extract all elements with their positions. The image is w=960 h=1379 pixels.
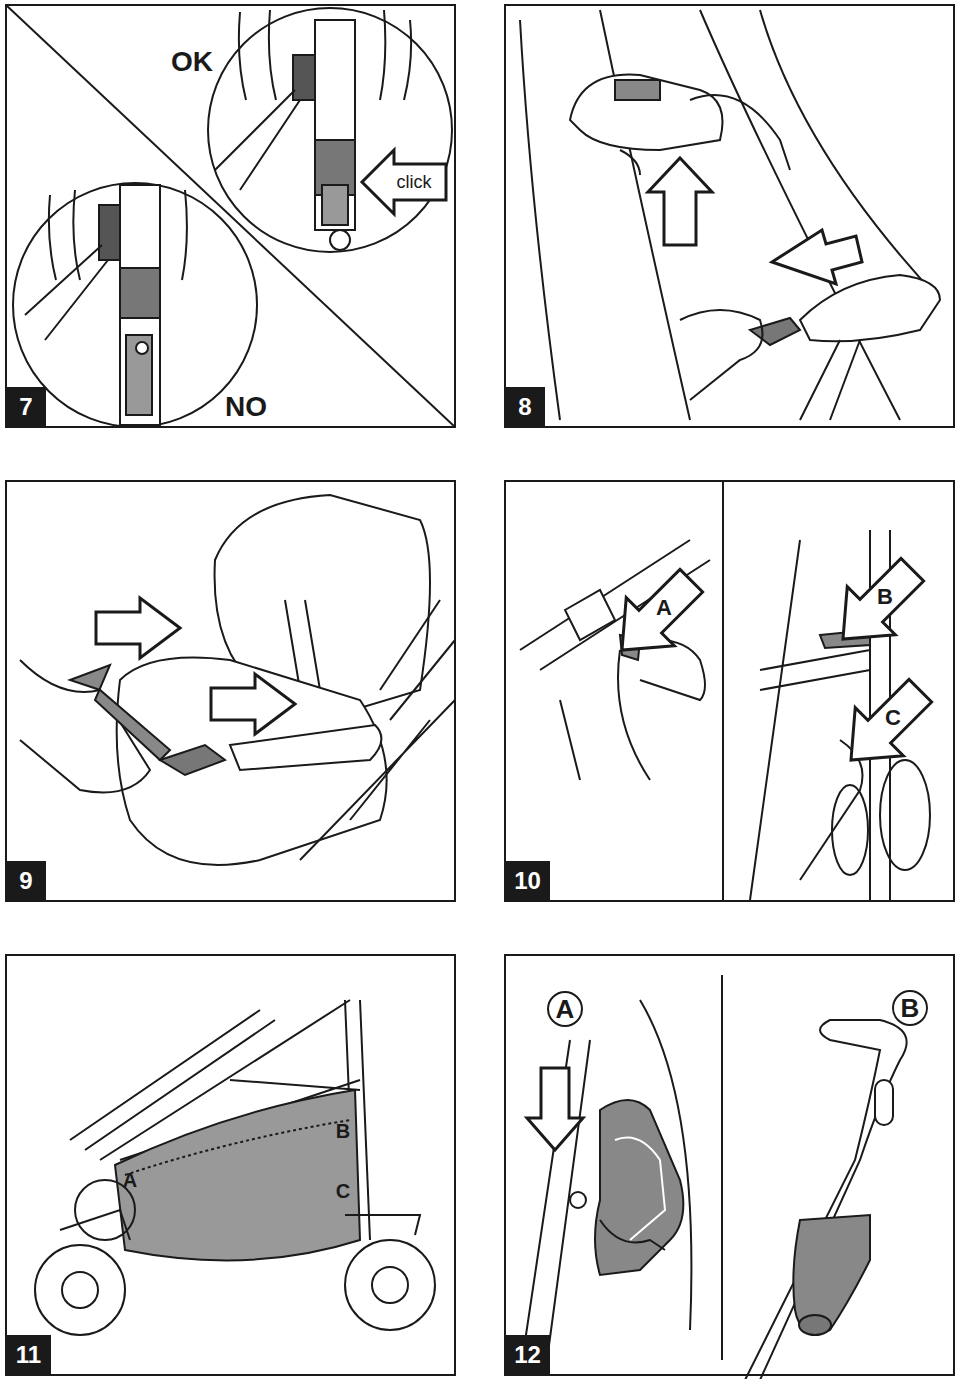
node-text: 8: [518, 395, 531, 419]
step-number: 9: [6, 861, 46, 901]
node-text: 9: [19, 869, 32, 893]
callout-label: C: [336, 1181, 350, 1201]
step-number: 10: [505, 861, 550, 901]
step-number: 12: [505, 1335, 550, 1375]
callout-label: click: [397, 173, 432, 191]
node-text: A: [556, 996, 575, 1022]
callout-label: B: [877, 586, 893, 608]
node-text: 12: [514, 1343, 541, 1367]
step-number: 7: [6, 387, 46, 427]
node-text: 10: [514, 869, 541, 893]
step-number: 8: [505, 387, 545, 427]
node-text: 7: [19, 395, 32, 419]
node-text: 11: [16, 1343, 41, 1367]
callout-label: B: [336, 1121, 350, 1141]
callout-label: A: [656, 597, 672, 619]
circled-letter: B: [891, 989, 929, 1027]
callout-label: OK: [171, 48, 213, 76]
circled-letter: A: [546, 990, 584, 1028]
callout-label: A: [123, 1170, 137, 1190]
node-text: B: [901, 995, 920, 1021]
callout-label: C: [885, 707, 901, 729]
callout-label: NO: [225, 393, 267, 421]
step-number: 11: [6, 1335, 51, 1375]
